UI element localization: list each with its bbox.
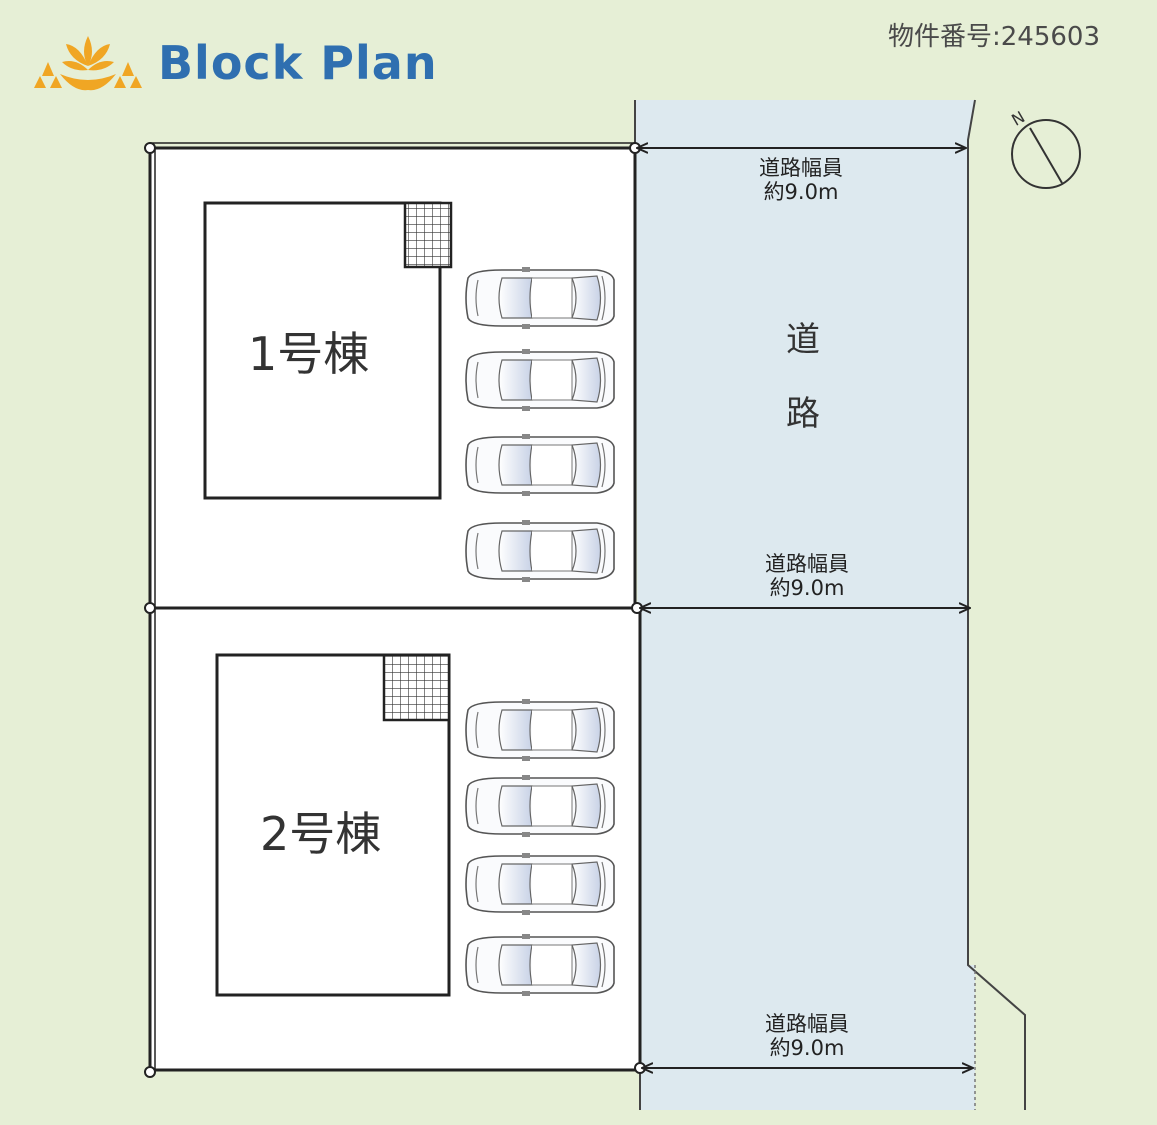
car-icon — [465, 519, 615, 583]
property-number: 物件番号:245603 — [888, 22, 1101, 52]
road-label-char-2: 路 — [786, 394, 820, 434]
boundary-marker — [144, 602, 156, 614]
road-width-title: 道路幅員 — [765, 552, 849, 576]
road-width-label-bottom: 道路幅員 約9.0m — [737, 1012, 877, 1060]
building-2-label: 2号棟 — [260, 807, 382, 861]
car-icon — [465, 698, 615, 762]
road-width-value: 約9.0m — [763, 180, 839, 204]
page-title: Block Plan — [158, 36, 438, 90]
building-1-stair-grid — [403, 201, 453, 269]
road-width-label-middle: 道路幅員 約9.0m — [737, 552, 877, 600]
car-icon — [465, 933, 615, 997]
road-edge-line — [967, 99, 1026, 1110]
road-width-value: 約9.0m — [769, 576, 845, 600]
building-1-footprint — [203, 201, 442, 500]
building-2-stair-grid — [382, 653, 451, 722]
road-width-title: 道路幅員 — [759, 156, 843, 180]
car-icon — [465, 433, 615, 497]
boundary-marker — [144, 142, 156, 154]
building-1-label: 1号棟 — [248, 327, 370, 381]
car-icon — [465, 266, 615, 330]
car-icon — [465, 348, 615, 412]
lotus-flower-icon — [34, 36, 142, 91]
car-icon — [465, 852, 615, 916]
road-width-title: 道路幅員 — [765, 1012, 849, 1036]
car-icon — [465, 774, 615, 838]
road-width-value: 約9.0m — [769, 1036, 845, 1060]
north-arrow-icon: N — [1008, 107, 1081, 189]
road-width-label-top: 道路幅員 約9.0m — [731, 156, 871, 204]
boundary-marker — [144, 1066, 156, 1078]
road-area — [635, 100, 975, 1110]
road-label-char-1: 道 — [786, 320, 820, 360]
